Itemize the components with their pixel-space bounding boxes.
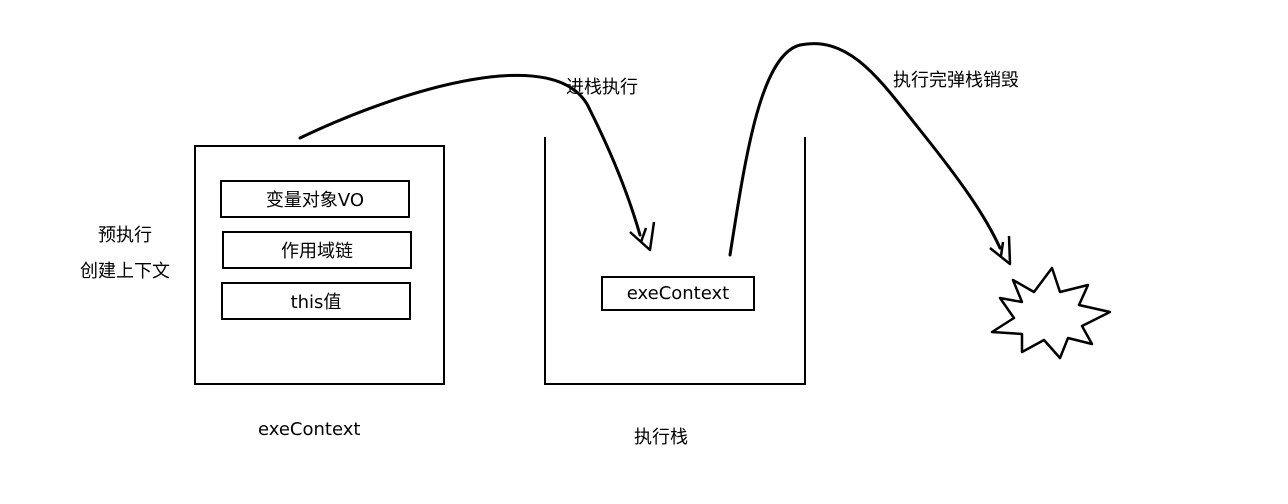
- scope-chain-label: 作用域链: [281, 241, 353, 262]
- variable-object-label: 变量对象VO: [265, 190, 365, 211]
- this-value-label: this值: [290, 292, 342, 313]
- create-context-label: 创建上下文: [80, 261, 170, 282]
- push-arrow: [298, 73, 642, 237]
- context-box-frame: [194, 145, 445, 385]
- pop-arrow: [728, 42, 1002, 257]
- stack-item-label: exeContext: [626, 283, 730, 304]
- pop-label: 执行完弹栈销毁: [893, 70, 1019, 91]
- push-arrowhead: [629, 221, 656, 252]
- stack-container: [544, 137, 806, 385]
- stack-item-box: exeContext: [601, 276, 755, 311]
- push-label: 进栈执行: [566, 77, 638, 98]
- variable-object-box: 变量对象VO: [220, 180, 410, 218]
- destroy-burst-icon: [990, 266, 1112, 360]
- this-value-box: this值: [221, 282, 411, 320]
- context-caption: exeContext: [258, 419, 361, 440]
- pop-arrowhead: [989, 235, 1012, 266]
- scope-chain-box: 作用域链: [222, 231, 412, 269]
- pre-execute-label: 预执行: [98, 225, 152, 246]
- stack-caption: 执行栈: [634, 427, 688, 448]
